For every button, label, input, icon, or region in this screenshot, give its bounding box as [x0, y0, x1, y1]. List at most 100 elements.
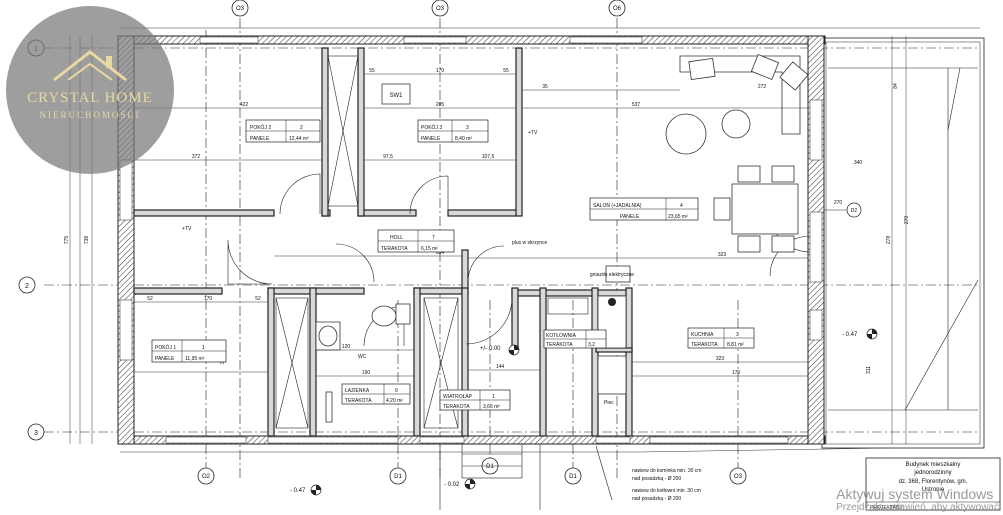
outer-walls — [117, 35, 826, 445]
title-line: jednorodzinny — [913, 470, 951, 476]
roof-icon — [53, 50, 127, 82]
room-name: WIATROŁAP — [443, 394, 473, 400]
axis-marker-top-3: O6 — [608, 0, 626, 17]
axis-grid — [44, 18, 980, 480]
dim-text: 272 — [758, 84, 767, 90]
dim-text: 270 — [904, 216, 910, 225]
author-label: PROJEKTANT — [870, 505, 903, 511]
room-name: KOTŁOWNIA — [546, 333, 577, 339]
title-block: Budynek mieszkalny jednorodzinny dz. 368… — [865, 457, 1001, 511]
kitchen-note: plus w skrzynce — [512, 240, 548, 246]
sw1-box: SW1 — [381, 83, 411, 105]
axis-label: O3 — [236, 6, 245, 12]
axis-marker-bottom-5: O3 — [729, 467, 747, 485]
room-floor: PANELE — [250, 136, 270, 142]
room-name: HOLL — [390, 235, 403, 241]
dim-text: 55 — [369, 68, 375, 74]
axis-label: O3 — [734, 474, 743, 480]
dim-text: 35 — [542, 84, 548, 90]
misc-labels: +TV +TV gniazdo elektryczne plus w skrzy… — [182, 130, 634, 406]
closets — [275, 55, 589, 429]
axis-label: D1 — [394, 474, 402, 480]
title-line: Ustronie — [922, 487, 945, 493]
axis-label: O6 — [613, 6, 622, 12]
dim-text: 55 — [503, 68, 509, 74]
room-area: 4,20 m² — [386, 398, 403, 404]
room-floor: PANELE — [620, 214, 640, 220]
side-table — [721, 109, 751, 139]
dim-text: 97,5 — [383, 154, 393, 160]
interior-walls — [133, 47, 633, 437]
logo-name: CRYSTAL HOME — [27, 90, 153, 106]
room-name: SALON (+JADALNIA) — [593, 203, 642, 209]
dim-text: 52 — [147, 296, 153, 302]
dim-text: 634 — [436, 250, 445, 256]
wc-label: WC — [358, 354, 367, 360]
level-marker-interior: +/- 0.00 — [480, 344, 520, 356]
room-area: 3,2 — [588, 342, 595, 348]
room-number: 9 — [395, 388, 398, 394]
level-marker-entrance: - 0.02 — [444, 478, 476, 490]
room-area: 8,81 m² — [727, 342, 744, 348]
level-marker-right: - 0.47 — [842, 328, 878, 340]
room-floor: PANELE — [155, 356, 175, 362]
room-area: 3,66 m² — [483, 404, 500, 410]
room-area: 12,44 m² — [289, 136, 309, 142]
title-line: Budynek mieszkalny — [906, 462, 961, 468]
level-text: - 0.47 — [842, 332, 858, 338]
watermark-line-1: Aktywuj system Windows — [836, 486, 994, 502]
logo-subtitle: NIERUCHOMOŚCI — [39, 110, 141, 120]
room-label-kotlownia: KOTŁOWNIA TERAKOTA 3,2 — [543, 329, 607, 349]
room-number: 2 — [300, 125, 303, 131]
dim-text: 170 — [436, 68, 445, 74]
note-text: nawiew do kotłowni min. 30 cm — [632, 488, 701, 494]
axis-label: D1 — [486, 464, 494, 470]
doors — [227, 173, 811, 347]
room-name: KUCHNIA — [691, 332, 714, 338]
room-name: POKÓJ 1 — [155, 344, 176, 351]
room-number: 1 — [202, 345, 205, 351]
entrance-steps — [439, 443, 541, 510]
room-label-pokoj-1: POKÓJ 1 1 PANELE 11,95 m² — [151, 339, 227, 363]
activation-watermark: Aktywuj system Windows Przejdź do ustawi… — [836, 486, 999, 513]
dim-text: 84 — [893, 83, 899, 89]
room-number: 1 — [492, 394, 495, 400]
axis-label: 3 — [34, 430, 38, 437]
dim-text: 120 — [342, 344, 351, 350]
dim-text: 422 — [240, 102, 249, 108]
dim-text: 340 — [854, 160, 863, 166]
level-text: - 0.02 — [444, 482, 460, 488]
company-logo: CRYSTAL HOME NIERUCHOMOŚCI — [6, 6, 174, 174]
dim-text: 311 — [866, 366, 872, 374]
room-floor: TERAKOTA — [345, 398, 372, 404]
axis-label: O2 — [202, 474, 211, 480]
sofa — [679, 54, 809, 135]
room-floor: TERAKOTA — [443, 404, 470, 410]
axis-label: D1 — [569, 474, 577, 480]
room-floor: TERAKOTA — [381, 246, 408, 252]
room-floor: TERAKOTA — [691, 342, 718, 348]
door-marker-label: D2 — [851, 208, 858, 214]
ventilation-notes: nawiew do kominka min. 30 cm nad posadzk… — [595, 445, 701, 502]
note-text: nawiew do kominka min. 30 cm — [632, 468, 701, 474]
terrace — [821, 37, 985, 449]
axis-marker-top-1: O3 — [231, 0, 249, 17]
axis-marker-bottom-2: D1 — [389, 467, 407, 485]
kitchen-note: gniazdo elektryczne — [590, 272, 634, 278]
room-area: 11,95 m² — [185, 356, 205, 362]
room-area: 6,15 m² — [421, 246, 438, 252]
title-line: dz. 368, Florentynów, gm. — [899, 479, 968, 485]
room-number: 3 — [466, 125, 469, 131]
axis-marker-left-2: 2 — [18, 276, 36, 294]
dim-text: 278 — [886, 236, 892, 245]
room-label-wiatrolap: WIATROŁAP 1 TERAKOTA 3,66 m² — [439, 389, 511, 411]
dim-text: 372 — [192, 154, 201, 160]
dim-text: 170 — [732, 370, 741, 376]
dim-text: 738 — [84, 236, 90, 245]
axis-marker-bottom-1: O2 — [197, 467, 215, 485]
dim-text: 107,5 — [482, 154, 495, 160]
room-area: 8,40 m² — [455, 136, 472, 142]
dim-text: 144 — [496, 364, 505, 370]
level-text: +/- 0.00 — [480, 346, 501, 352]
